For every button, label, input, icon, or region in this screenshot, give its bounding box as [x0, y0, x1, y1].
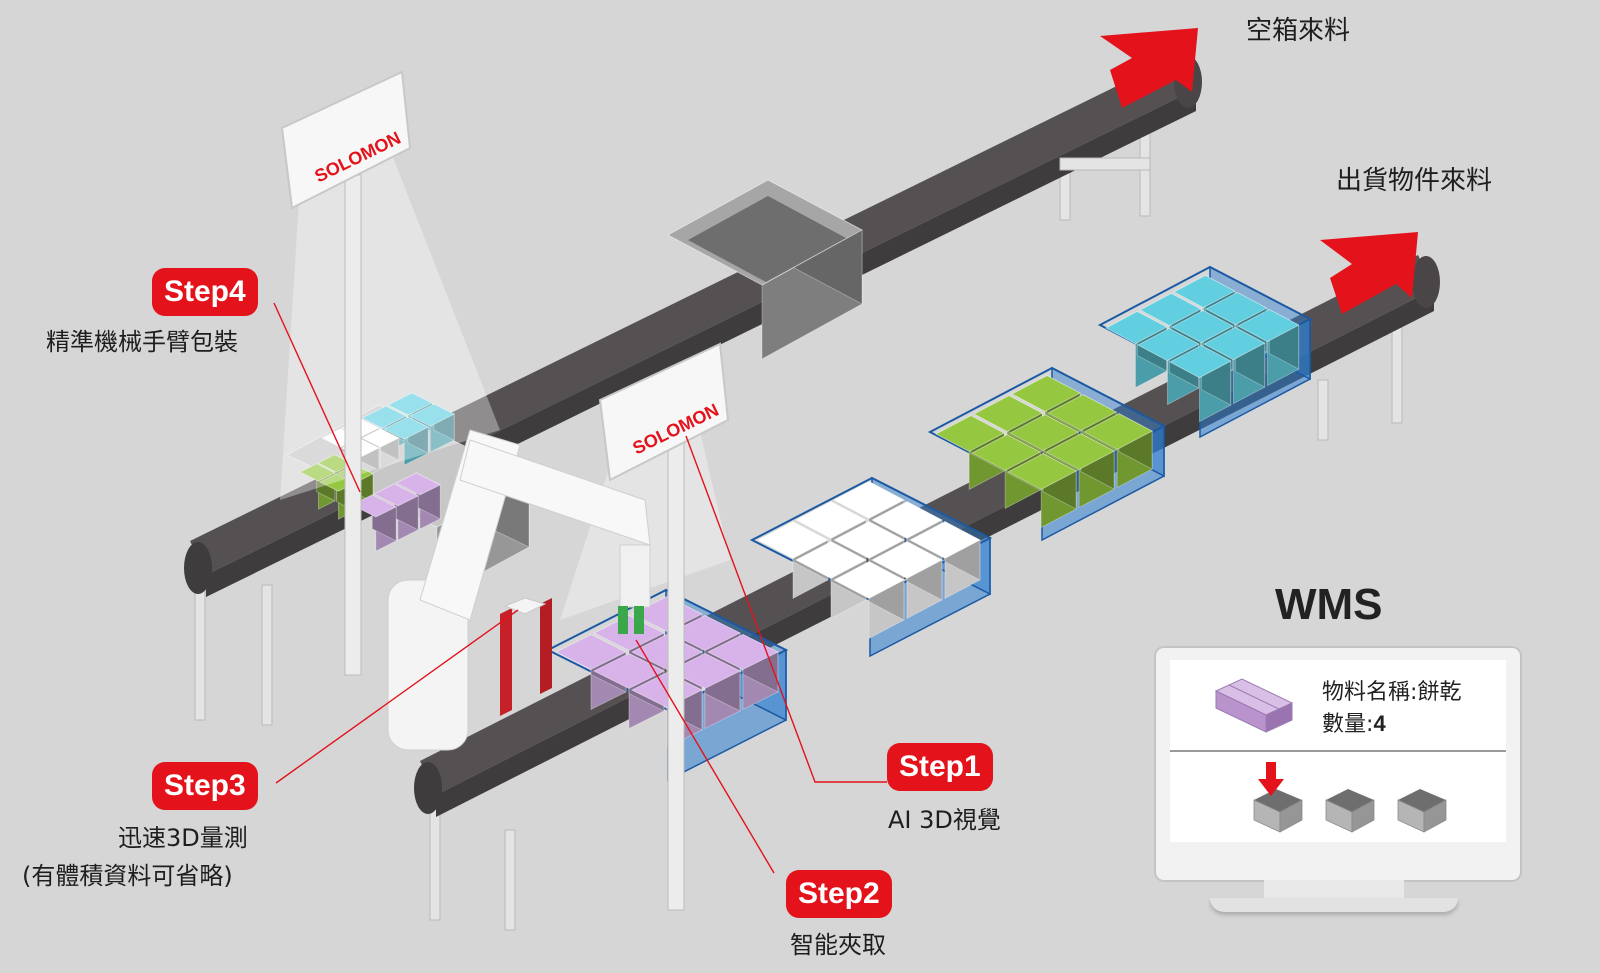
wms-title: WMS	[1275, 580, 1383, 629]
wms-item-name-row: 物料名稱:餅乾	[1322, 680, 1462, 705]
wms-screen: 物料名稱:餅乾 數量:4	[1170, 660, 1506, 842]
box	[1045, 432, 1115, 509]
camera-light-beam	[280, 155, 500, 500]
biscuit-item-icon	[1214, 678, 1294, 733]
top-camera: SOLOMON	[280, 70, 500, 676]
robot-arm	[387, 429, 651, 751]
step2-caption: 智能夾取	[790, 931, 886, 959]
box	[909, 520, 981, 600]
teal-boxes	[1105, 274, 1300, 423]
belt-roller	[1412, 256, 1440, 308]
camera-pole	[667, 439, 685, 911]
leg	[261, 584, 273, 726]
item-name-label: 物料名稱	[1322, 680, 1411, 705]
wms-screen-graphics	[1214, 678, 1447, 833]
box	[1007, 452, 1077, 529]
monitor-stand	[1264, 880, 1404, 900]
step3-badge: Step3	[152, 762, 258, 810]
step3-leader	[275, 609, 519, 784]
quantity-label: 數量	[1322, 712, 1367, 737]
box	[707, 633, 779, 711]
shipment-feed-label: 出貨物件來料	[1336, 166, 1493, 196]
box	[795, 540, 867, 620]
box	[669, 652, 741, 730]
tray-green	[927, 366, 1167, 542]
gripper-finger	[634, 606, 644, 634]
shipment-feed-arrow	[1320, 232, 1418, 314]
leg	[1317, 379, 1329, 441]
step2-badge: Step2	[786, 870, 892, 918]
box	[409, 403, 456, 453]
quantity-value: 4	[1373, 711, 1386, 736]
empty-box-feed-arrow	[1100, 28, 1198, 108]
step3-caption-note: (有體積資料可省略)	[22, 862, 233, 890]
item-name-value: 餅乾	[1417, 680, 1462, 705]
lower-conveyor-legs	[429, 324, 1403, 931]
leader-lines	[273, 302, 887, 874]
box	[1083, 412, 1153, 489]
box	[351, 494, 398, 552]
step4-badge: Step4	[152, 268, 258, 316]
belt-roller	[184, 542, 212, 594]
leg	[504, 829, 516, 931]
camera-housing	[280, 70, 412, 210]
step2-leader	[635, 639, 775, 874]
wms-quantity-row: 數量:4	[1322, 711, 1386, 737]
empty-box-icons	[1253, 789, 1447, 833]
box	[1203, 326, 1266, 405]
leg	[1391, 324, 1403, 424]
tray-teal	[1097, 265, 1313, 439]
box	[383, 416, 430, 466]
empty-box-inside	[688, 196, 846, 282]
down-arrow-icon	[1258, 762, 1284, 796]
monitor-base	[1210, 898, 1458, 912]
box	[373, 483, 420, 541]
gate-sensor	[503, 597, 547, 615]
tray-white	[749, 476, 993, 658]
measuring-gate	[500, 597, 552, 716]
white-boxes	[757, 480, 981, 640]
empty-box-icon	[1325, 789, 1375, 833]
box	[871, 540, 943, 620]
step1-badge: Step1	[887, 743, 993, 791]
teal-box-stack	[361, 392, 456, 466]
box	[1237, 308, 1300, 387]
camera-housing	[598, 342, 730, 482]
belt-roller	[414, 762, 442, 814]
green-boxes	[935, 374, 1153, 529]
gate-post	[540, 598, 552, 694]
empty-box-icon	[1397, 789, 1447, 833]
empty-box-feed-label: 空箱來料	[1246, 16, 1351, 46]
step4-leader	[273, 302, 361, 493]
gripper-finger	[618, 606, 628, 634]
box	[361, 428, 400, 470]
box	[833, 560, 905, 640]
wms-monitor: 物料名稱:餅乾 數量:4	[1156, 648, 1520, 880]
purple-box-stack	[351, 472, 442, 552]
step1-caption: AI 3D視覺	[888, 806, 1001, 834]
leg-brace	[1059, 157, 1151, 171]
screen-divider	[1170, 750, 1506, 752]
box	[1169, 344, 1232, 423]
gate-post	[500, 608, 512, 716]
step1-leader	[685, 435, 887, 783]
step4-caption: 精準機械手臂包裝	[46, 328, 238, 356]
robot-wrist	[619, 544, 651, 608]
empty-box-icon	[1253, 789, 1303, 833]
step3-caption: 迅速3D量測	[118, 824, 248, 852]
camera-pole	[344, 174, 362, 676]
